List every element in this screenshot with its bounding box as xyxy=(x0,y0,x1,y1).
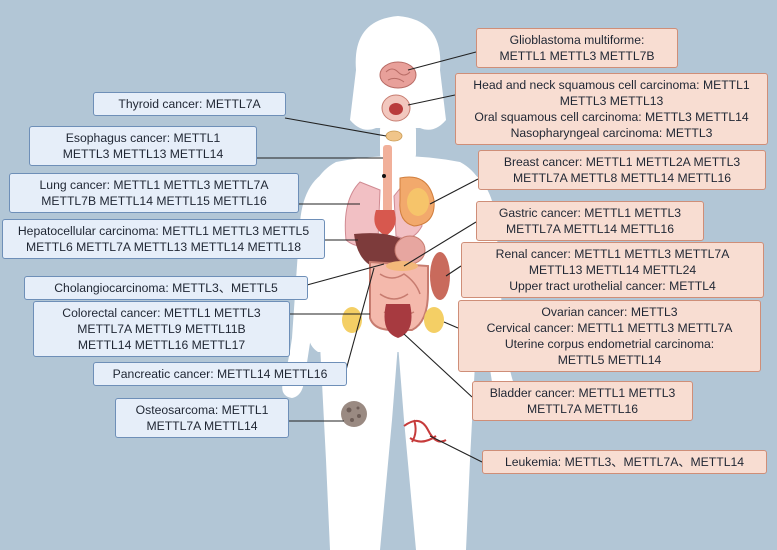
kidney-icon xyxy=(430,252,450,300)
label-leukemia: Leukemia: METTL3、METTL7A、METTL14 xyxy=(482,450,767,474)
connector-bladder xyxy=(403,333,473,398)
connector-leukemia xyxy=(429,435,483,463)
right-leg-shape xyxy=(398,344,476,550)
label-bladder-line-1: Bladder cancer: METTL1 METTL3 xyxy=(489,386,676,400)
label-pancreatic: Pancreatic cancer: METTL14 METTL16 xyxy=(93,362,347,386)
label-colorectal-line-1: Colorectal cancer: METTL1 METTL3 xyxy=(62,306,261,320)
connector-head-neck xyxy=(407,94,456,106)
liver-icon xyxy=(354,233,410,270)
connector-lines xyxy=(256,51,483,463)
label-glioblastoma-line-1: Glioblastoma multiforme: xyxy=(509,33,645,47)
label-thyroid: Thyroid cancer: METTL7A xyxy=(93,92,286,116)
label-glioblastoma: Glioblastoma multiforme: METTL1 METTL3 M… xyxy=(476,28,678,68)
connector-ovarian xyxy=(443,321,459,329)
connector-gastric xyxy=(403,221,477,267)
label-ovarian-line-4: METTL5 METTL14 xyxy=(557,353,662,367)
label-bladder: Bladder cancer: METTL1 METTL3 METTL7A ME… xyxy=(472,381,693,421)
label-head-neck-line-2: METTL3 METTL13 xyxy=(559,94,664,108)
label-thyroid-line-1: Thyroid cancer: METTL7A xyxy=(118,97,261,111)
label-bladder-line-2: METTL7A METTL16 xyxy=(526,402,639,416)
label-lung: Lung cancer: METTL1 METTL3 METTL7A METTL… xyxy=(9,173,299,213)
label-head-neck-line-4: Nasopharyngeal carcinoma: METTL3 xyxy=(510,126,713,140)
label-esophagus-line-2: METTL3 METTL13 METTL14 xyxy=(62,147,224,161)
right-ovary-icon xyxy=(424,307,444,333)
label-leukemia-line-1: Leukemia: METTL3、METTL7A、METTL14 xyxy=(504,455,745,469)
label-gastric-line-2: METTL7A METTL14 METTL16 xyxy=(506,222,674,236)
label-head-neck: Head and neck squamous cell carcinoma: M… xyxy=(455,73,768,145)
label-hepatocellular-line-2: METTL6 METTL7A METTL13 METTL14 METTL18 xyxy=(26,240,301,254)
heart-icon xyxy=(374,210,396,236)
label-osteosarcoma-line-1: Osteosarcoma: METTL1 xyxy=(135,403,269,417)
label-esophagus: Esophagus cancer: METTL1 METTL3 METTL13 … xyxy=(29,126,257,166)
connector-cholangiocarcinoma xyxy=(306,263,385,286)
organs xyxy=(341,61,450,443)
label-renal-line-3: Upper tract urothelial cancer: METTL4 xyxy=(509,279,716,293)
label-esophagus-line-1: Esophagus cancer: METTL1 xyxy=(65,131,221,145)
label-head-neck-line-3: Oral squamous cell carcinoma: METTL3 MET… xyxy=(474,110,749,124)
thyroid-icon xyxy=(385,130,403,142)
connector-pancreatic xyxy=(345,267,375,371)
bone-tumor-icon xyxy=(341,401,367,427)
label-lung-line-1: Lung cancer: METTL1 METTL3 METTL7A xyxy=(39,178,269,192)
label-gastric-line-1: Gastric cancer: METTL1 METTL3 xyxy=(498,206,682,220)
breast-tissue-icon xyxy=(407,188,429,216)
connector-glioblastoma xyxy=(407,51,477,71)
label-ovarian: Ovarian cancer: METTL3 Cervical cancer: … xyxy=(458,300,761,372)
lung-marker-icon xyxy=(382,174,386,178)
left-leg-shape xyxy=(320,344,398,550)
label-renal-line-1: Renal cancer: METTL1 METTL3 METTL7A xyxy=(495,247,730,261)
label-breast-line-2: METTL7A METTL8 METTL14 METTL16 xyxy=(512,171,732,185)
label-renal: Renal cancer: METTL1 METTL3 METTL7A METT… xyxy=(461,242,764,298)
left-ovary-icon xyxy=(342,307,362,333)
bone-tumor-spots-icon xyxy=(346,406,361,422)
label-colorectal-line-2: METTL7A METTL9 METTL11B xyxy=(77,322,246,336)
label-ovarian-line-3: Uterine corpus endometrial carcinoma: xyxy=(504,337,715,351)
throat-icon xyxy=(389,103,403,115)
label-ovarian-line-1: Ovarian cancer: METTL3 xyxy=(541,305,678,319)
label-breast-line-1: Breast cancer: METTL1 METTL2A METTL3 xyxy=(503,155,741,169)
label-cholangiocarcinoma: Cholangiocarcinoma: METTL3、METTL5 xyxy=(24,276,308,300)
label-lung-line-2: METTL7B METTL14 METTL15 METTL16 xyxy=(41,194,267,208)
label-glioblastoma-line-2: METTL1 METTL3 METTL7B xyxy=(499,49,655,63)
brain-icon xyxy=(379,61,417,89)
label-colorectal: Colorectal cancer: METTL1 METTL3 METTL7A… xyxy=(33,301,290,357)
label-renal-line-2: METTL13 METTL14 METTL24 xyxy=(528,263,697,277)
label-head-neck-line-1: Head and neck squamous cell carcinoma: M… xyxy=(473,78,750,92)
brain-folds-icon xyxy=(385,68,411,83)
label-hepatocellular-line-1: Hepatocellular carcinoma: METTL1 METTL3 … xyxy=(17,224,310,238)
label-colorectal-line-3: METTL14 METTL16 METTL17 xyxy=(77,338,246,352)
label-ovarian-line-2: Cervical cancer: METTL1 METTL3 METTL7A xyxy=(486,321,733,335)
connector-breast xyxy=(429,178,479,205)
label-osteosarcoma-line-2: METTL7A METTL14 xyxy=(146,419,258,433)
label-cholangiocarcinoma-line-1: Cholangiocarcinoma: METTL3、METTL5 xyxy=(54,281,278,295)
esophagus-icon xyxy=(383,145,392,220)
label-osteosarcoma: Osteosarcoma: METTL1 METTL7A METTL14 xyxy=(115,398,289,438)
stomach-icon xyxy=(394,235,426,265)
label-gastric: Gastric cancer: METTL1 METTL3 METTL7A ME… xyxy=(476,201,704,241)
connector-thyroid xyxy=(284,117,387,137)
bladder-icon xyxy=(384,304,412,338)
label-breast: Breast cancer: METTL1 METTL2A METTL3 MET… xyxy=(478,150,766,190)
label-hepatocellular: Hepatocellular carcinoma: METTL1 METTL3 … xyxy=(2,219,325,259)
label-pancreatic-line-1: Pancreatic cancer: METTL14 METTL16 xyxy=(112,367,328,381)
pancreas-icon xyxy=(386,261,418,271)
connector-renal xyxy=(445,265,462,277)
